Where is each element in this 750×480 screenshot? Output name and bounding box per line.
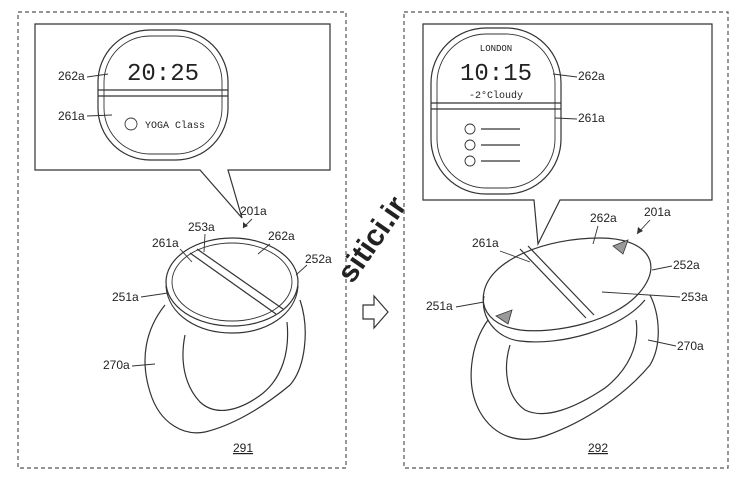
label-253a-left: 253a	[188, 220, 215, 234]
pointer-up-icon	[612, 239, 629, 255]
watch-device-292	[470, 237, 659, 440]
label-201a-left: 201a	[240, 204, 267, 218]
panel-border-291	[17, 11, 347, 469]
label-252a-left: 252a	[305, 252, 332, 266]
figure-number-292: 292	[588, 441, 608, 455]
label-262a-left: 262a	[268, 229, 295, 243]
list-bullet-icon	[464, 123, 476, 135]
callout-event: YOGA Class	[145, 120, 205, 132]
label-270a-right: 270a	[677, 339, 704, 353]
panel-292: LONDON 10:15 -2°Cloudy 262a 261a	[403, 11, 729, 469]
callout-time: 10:15	[460, 61, 532, 88]
list-bullet-icon	[464, 139, 476, 151]
pointer-down-icon	[495, 309, 513, 325]
label-253a-right: 253a	[681, 290, 708, 304]
label-262a-callout-left: 262a	[58, 69, 85, 83]
panel-border-292	[403, 11, 729, 469]
callout-weather: -2°Cloudy	[469, 90, 523, 102]
label-262a-right: 262a	[590, 211, 617, 225]
list-bullet-icon	[464, 155, 476, 167]
label-261a-callout-left: 261a	[58, 109, 85, 123]
callout-watch-292: LONDON 10:15 -2°Cloudy	[430, 27, 562, 195]
label-252a-right: 252a	[673, 258, 700, 272]
callout-time: 20:25	[127, 61, 199, 88]
label-251a-left: 251a	[112, 290, 139, 304]
watermark: sitici.ir	[331, 190, 414, 288]
callout-box-291	[34, 23, 331, 219]
list-item	[464, 155, 520, 167]
label-261a-left: 261a	[152, 236, 179, 250]
list-item	[464, 139, 520, 151]
watch-device-291	[144, 237, 306, 434]
callout-box-292	[422, 23, 713, 247]
transition-arrow-icon	[362, 294, 389, 330]
callout-watch-291: 20:25 YOGA Class	[97, 29, 229, 161]
callout-city: LONDON	[480, 44, 512, 54]
label-270a-left: 270a	[103, 358, 130, 372]
label-251a-right: 251a	[426, 299, 453, 313]
list-item	[464, 123, 520, 135]
label-261a-right: 261a	[472, 236, 499, 250]
label-201a-right: 201a	[644, 205, 671, 219]
label-261a-callout-right: 261a	[578, 111, 605, 125]
event-bullet-icon	[124, 117, 138, 131]
label-262a-callout-right: 262a	[578, 69, 605, 83]
figure-number-291: 291	[233, 441, 253, 455]
panel-291: 20:25 YOGA Class 262a 261a 201a 253a 261…	[17, 11, 347, 469]
